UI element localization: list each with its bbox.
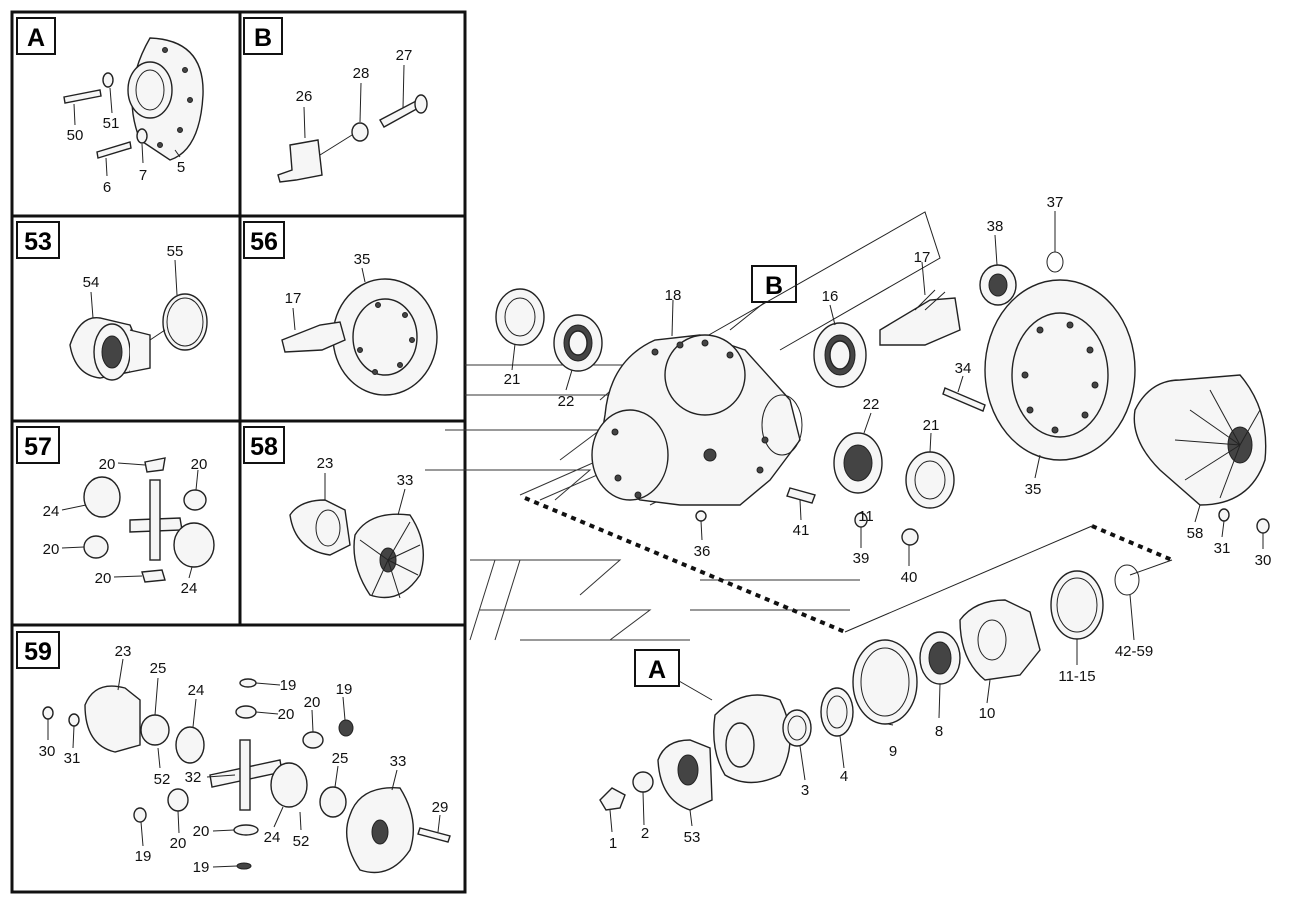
panel-frames xyxy=(10,10,467,894)
label-38: 38 xyxy=(987,218,1004,235)
panel-56: 56 17 35 xyxy=(243,221,438,396)
label-40: 40 xyxy=(901,569,918,586)
label-23: 23 xyxy=(317,455,334,472)
panel-b: B 26 28 27 xyxy=(243,17,428,183)
label-25a: 25 xyxy=(150,660,167,677)
label-22b: 22 xyxy=(863,396,880,413)
label-20b: 20 xyxy=(304,694,321,711)
label-16: 16 xyxy=(822,288,839,305)
label-19b: 19 xyxy=(336,681,353,698)
label-58: 58 xyxy=(1187,525,1204,542)
label-54: 54 xyxy=(83,274,100,291)
panel-53: 53 54 55 xyxy=(16,221,208,381)
label-28: 28 xyxy=(353,65,370,82)
label-30: 30 xyxy=(1255,552,1272,569)
panel-59-tag: 59 xyxy=(24,638,52,666)
label-42-59: 42-59 xyxy=(1115,643,1153,660)
label-7: 7 xyxy=(139,167,147,184)
panel-59: 59 xyxy=(16,631,451,876)
label-4: 4 xyxy=(840,768,848,785)
main-tag-a: A xyxy=(648,656,666,684)
label-23: 23 xyxy=(115,643,132,660)
label-18: 18 xyxy=(665,287,682,304)
label-35: 35 xyxy=(1025,481,1042,498)
label-35: 35 xyxy=(354,251,371,268)
label-20c: 20 xyxy=(43,541,60,558)
label-51: 51 xyxy=(103,115,120,132)
panel-58-tag: 58 xyxy=(250,433,278,461)
label-55: 55 xyxy=(167,243,184,260)
label-19a: 19 xyxy=(280,677,297,694)
label-10: 10 xyxy=(979,705,996,722)
label-37: 37 xyxy=(1047,194,1064,211)
label-36: 36 xyxy=(694,543,711,560)
label-22a: 22 xyxy=(558,393,575,410)
label-24a: 24 xyxy=(188,682,205,699)
label-31: 31 xyxy=(64,750,81,767)
label-5: 5 xyxy=(177,159,185,176)
label-24b: 24 xyxy=(264,829,281,846)
label-21a: 21 xyxy=(504,371,521,388)
label-27: 27 xyxy=(396,47,413,64)
label-33: 33 xyxy=(397,472,414,489)
label-29: 29 xyxy=(432,799,449,816)
panel-57-tag: 57 xyxy=(24,433,52,461)
label-17: 17 xyxy=(914,249,931,266)
label-11-15: 11-15 xyxy=(1058,668,1095,685)
label-24a: 24 xyxy=(43,503,60,520)
panel-58: 58 23 33 xyxy=(243,426,425,599)
panel-b-tag: B xyxy=(254,24,272,52)
label-52b: 52 xyxy=(293,833,310,850)
label-39: 39 xyxy=(853,550,870,567)
label-19d: 19 xyxy=(193,859,210,876)
label-30: 30 xyxy=(39,743,56,760)
label-20b: 20 xyxy=(191,456,208,473)
label-34: 34 xyxy=(955,360,972,377)
label-20c: 20 xyxy=(170,835,187,852)
label-20a: 20 xyxy=(278,706,295,723)
label-19c: 19 xyxy=(135,848,152,865)
panel-a-tag: A xyxy=(27,24,45,52)
label-17: 17 xyxy=(285,290,302,307)
panel-53-tag: 53 xyxy=(24,228,52,256)
label-20d: 20 xyxy=(193,823,210,840)
label-53: 53 xyxy=(684,829,701,846)
label-24b: 24 xyxy=(181,580,198,597)
label-20a: 20 xyxy=(99,456,116,473)
panel-a: A 50 51 6 7 5 xyxy=(16,17,204,196)
label-33: 33 xyxy=(390,753,407,770)
label-3: 3 xyxy=(801,782,809,799)
label-32: 32 xyxy=(185,769,202,786)
label-1: 1 xyxy=(609,835,617,852)
main-tag-b: B xyxy=(765,272,783,300)
label-50: 50 xyxy=(67,127,84,144)
label-8: 8 xyxy=(935,723,943,740)
label-11: 11 xyxy=(858,508,874,525)
label-20d: 20 xyxy=(95,570,112,587)
label-9: 9 xyxy=(889,743,897,760)
panel-57: 57 20 20 24 20 20 24 20 xyxy=(16,426,215,597)
label-26: 26 xyxy=(296,88,313,105)
panel-56-tag: 56 xyxy=(250,228,278,256)
label-52a: 52 xyxy=(154,771,171,788)
label-21b: 21 xyxy=(923,417,940,434)
label-2: 2 xyxy=(641,825,649,842)
main-exploded-view: B A xyxy=(425,194,1271,852)
label-25b: 25 xyxy=(332,750,349,767)
label-31: 31 xyxy=(1214,540,1231,557)
label-6: 6 xyxy=(103,179,111,196)
label-41: 41 xyxy=(793,522,810,539)
